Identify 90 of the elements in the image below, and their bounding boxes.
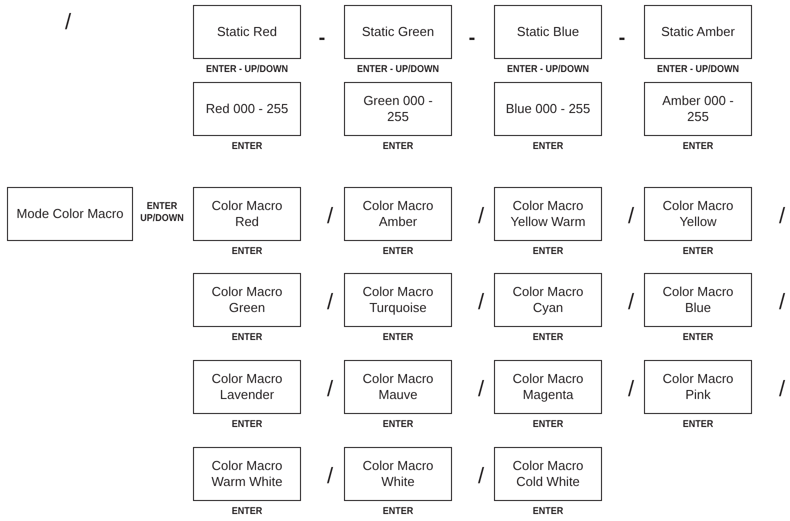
key-hint: ENTER [532, 419, 564, 431]
menu-text: Color Macro Red [210, 198, 284, 230]
key-hint: ENTER [532, 506, 564, 518]
menu-box [193, 360, 301, 414]
menu-box [193, 273, 301, 327]
menu-text: Color Macro Lavender [210, 371, 284, 403]
menu-text: Static Blue [516, 24, 580, 40]
key-hint: ENTER [682, 419, 714, 431]
key-hint: ENTER [382, 332, 414, 344]
key-hint: ENTER UP/DOWN [140, 201, 184, 225]
menu-box [344, 82, 452, 136]
menu-text: Amber 000 - 255 [661, 93, 735, 125]
menu-text: Color Macro White [362, 458, 434, 490]
menu-text: Color Macro Mauve [362, 371, 434, 403]
separator-mark: / [478, 290, 484, 314]
key-hint: ENTER [230, 419, 264, 431]
key-hint: ENTER [682, 332, 714, 344]
key-hint: ENTER [532, 141, 564, 153]
menu-box [193, 447, 301, 501]
key-hint: ENTER [532, 332, 564, 344]
key-hint: ENTER - UP/DOWN [356, 64, 440, 76]
key-hint: ENTER [382, 506, 414, 518]
separator-mark: / [478, 204, 484, 228]
menu-box [494, 360, 602, 414]
separator-mark: / [778, 204, 786, 228]
menu-box [644, 273, 752, 327]
separator-mark: / [326, 204, 334, 228]
separator-mark: / [326, 464, 334, 488]
key-hint: ENTER [230, 506, 264, 518]
key-hint: ENTER [682, 141, 714, 153]
menu-text: Static Red [216, 24, 278, 40]
menu-text: Color Macro Blue [662, 284, 734, 316]
menu-box [7, 187, 133, 241]
separator-mark: / [628, 377, 634, 401]
menu-box [644, 82, 752, 136]
separator-mark: / [478, 464, 484, 488]
key-hint: ENTER - UP/DOWN [506, 64, 590, 76]
separator-mark: - [618, 26, 626, 50]
menu-text: Color Macro Yellow [662, 198, 734, 230]
menu-text: Color Macro Cold White [512, 458, 584, 490]
separator-mark: / [326, 290, 334, 314]
menu-text: Blue 000 - 255 [504, 101, 592, 117]
separator-mark: / [628, 204, 634, 228]
separator-mark: / [326, 377, 334, 401]
separator-mark: - [318, 26, 326, 50]
key-hint: ENTER [230, 332, 264, 344]
separator-mark: / [628, 290, 634, 314]
menu-box [193, 187, 301, 241]
menu-box [494, 447, 602, 501]
key-hint: ENTER - UP/DOWN [205, 64, 289, 76]
menu-box [494, 82, 602, 136]
key-hint: ENTER [382, 419, 414, 431]
menu-text: Static Amber [660, 24, 736, 40]
menu-box [344, 447, 452, 501]
menu-text: Red 000 - 255 [204, 101, 290, 117]
menu-box [344, 187, 452, 241]
menu-text: Color Macro Green [210, 284, 284, 316]
separator-mark: / [778, 290, 786, 314]
menu-box [494, 273, 602, 327]
key-hint: ENTER [382, 141, 414, 153]
menu-text: Static Green [360, 24, 436, 40]
menu-text: Color Macro Yellow Warm [510, 198, 586, 230]
menu-box [344, 360, 452, 414]
key-hint: ENTER - UP/DOWN [656, 64, 740, 76]
key-hint: ENTER [682, 246, 714, 258]
key-hint: ENTER [382, 246, 414, 258]
key-hint: ENTER [532, 246, 564, 258]
menu-text: Color Macro Pink [662, 371, 734, 403]
menu-text: Color Macro Cyan [512, 284, 584, 316]
menu-box [344, 273, 452, 327]
menu-box [494, 5, 602, 59]
menu-text: Color Macro Amber [362, 198, 434, 230]
menu-box [644, 187, 752, 241]
menu-box [344, 5, 452, 59]
menu-box [644, 360, 752, 414]
menu-text: Color Macro Magenta [512, 371, 584, 403]
separator-mark: / [64, 10, 72, 34]
menu-box [644, 5, 752, 59]
separator-mark: / [778, 377, 786, 401]
key-hint: ENTER [230, 141, 264, 153]
menu-text: Green 000 - 255 [362, 93, 434, 125]
menu-text: Color Macro Turquoise [362, 284, 434, 316]
menu-text: Color Macro Warm White [210, 458, 284, 490]
menu-box [494, 187, 602, 241]
separator-mark: / [478, 377, 484, 401]
menu-box [193, 82, 301, 136]
menu-text: Mode Color Macro [16, 206, 124, 222]
menu-box [193, 5, 301, 59]
separator-mark: - [468, 26, 476, 50]
key-hint: ENTER [230, 246, 264, 258]
